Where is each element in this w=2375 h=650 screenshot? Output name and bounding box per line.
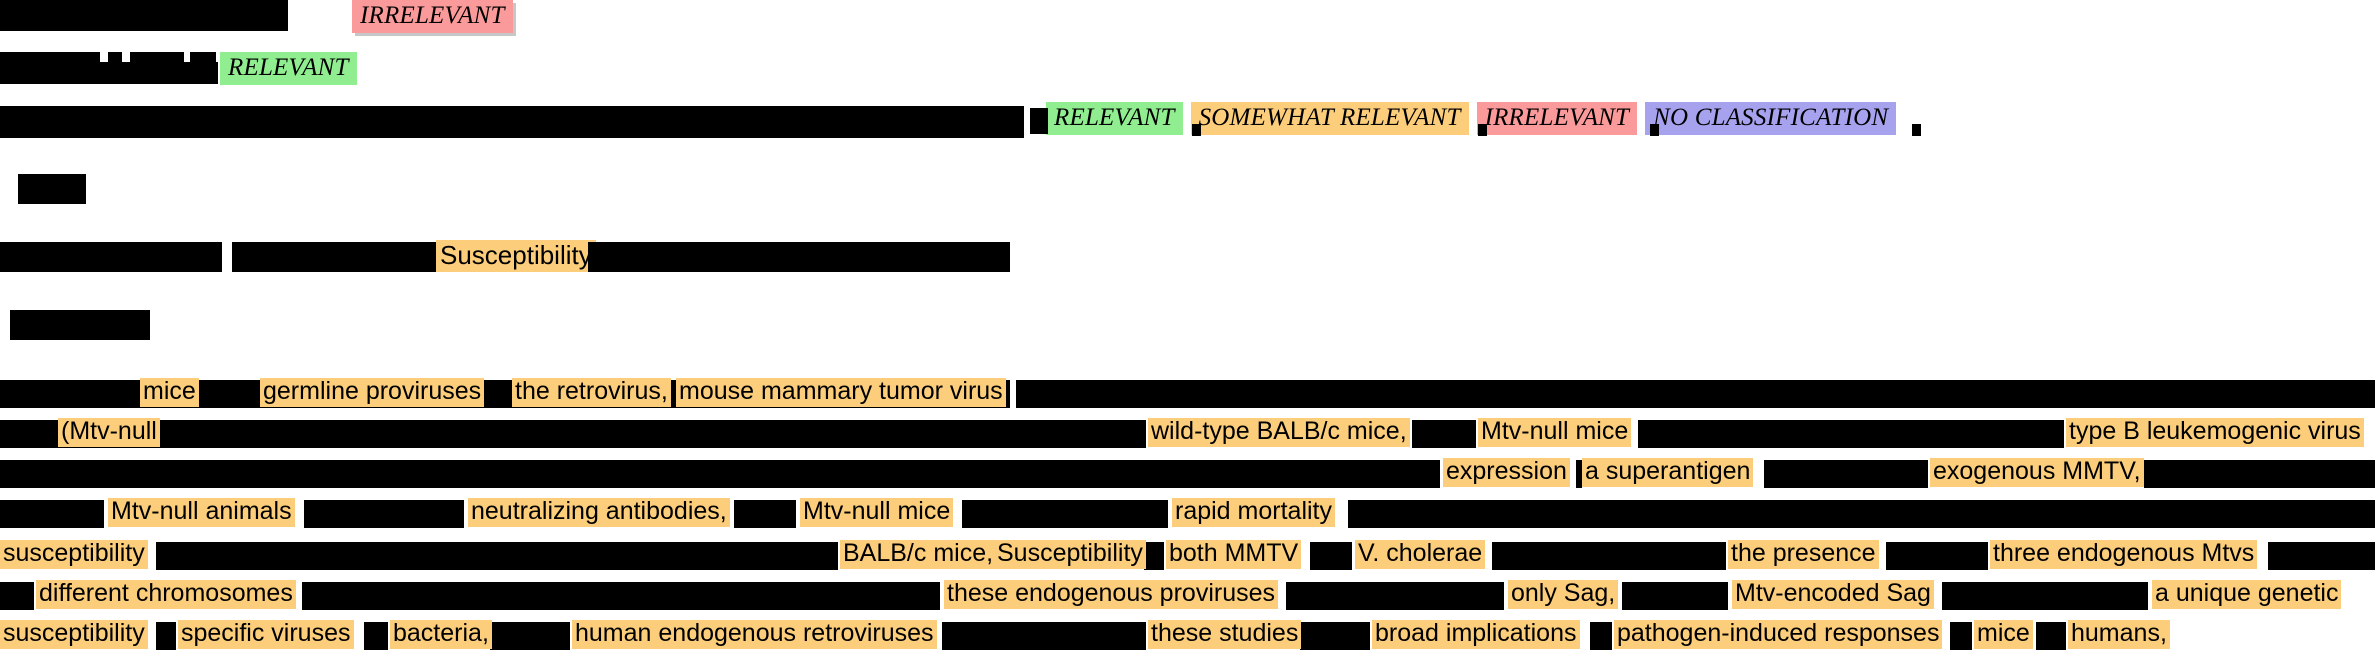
legend-item-irrelevant[interactable]: IRRELEVANT <box>1476 102 1638 135</box>
entity-chip[interactable]: three endogenous Mtvs <box>1990 540 2258 569</box>
redaction-bar <box>0 0 288 31</box>
entity-chip[interactable]: Mtv-null mice <box>800 498 954 527</box>
entity-chip[interactable]: humans, <box>2068 620 2170 649</box>
redaction-bar <box>1950 622 1972 650</box>
entity-chip[interactable]: mouse mammary tumor virus <box>676 378 1006 407</box>
legend-separator-tick <box>1030 108 1048 134</box>
entity-chip[interactable]: (Mtv-null <box>58 418 160 447</box>
entity-chip[interactable]: susceptibility <box>0 540 148 569</box>
redaction-bar <box>734 500 796 528</box>
redaction-bar <box>1144 542 1164 570</box>
redaction-bar <box>1492 542 1726 570</box>
redaction-bar <box>1638 420 2064 448</box>
redaction-bar <box>2144 460 2375 488</box>
entity-chip[interactable]: only Sag, <box>1508 580 1619 609</box>
redaction-bar <box>1622 582 1728 610</box>
status-badge-irrelevant: IRRELEVANT <box>352 0 513 33</box>
legend-separator-tick <box>1912 124 1921 136</box>
entity-chip[interactable]: broad implications <box>1372 620 1580 649</box>
entity-chip[interactable]: the presence <box>1728 540 1879 569</box>
redaction-bar <box>1942 582 2148 610</box>
legend-separator-tick <box>1478 124 1487 136</box>
redaction-bar <box>364 622 388 650</box>
entity-chip[interactable]: expression <box>1443 458 1570 487</box>
entity-chip[interactable]: mice <box>1974 620 2033 649</box>
entity-chip[interactable]: a unique genetic <box>2152 580 2342 609</box>
redaction-bar <box>1764 460 1928 488</box>
legend-separator-tick <box>1192 124 1201 136</box>
entity-chip[interactable]: the retrovirus, <box>512 378 671 407</box>
entity-chip[interactable]: Mtv-null mice <box>1478 418 1632 447</box>
redaction-bar <box>2268 542 2375 570</box>
entity-chip[interactable]: Mtv-encoded Sag <box>1732 580 1934 609</box>
entity-chip[interactable]: both MMTV <box>1166 540 1302 569</box>
redaction-bar <box>304 500 464 528</box>
redaction-bar <box>588 242 1010 272</box>
entity-chip[interactable]: rapid mortality <box>1172 498 1335 527</box>
entity-chip[interactable]: Susceptibility <box>994 540 1146 569</box>
section-heading-chip[interactable]: Susceptibility <box>436 240 596 272</box>
entity-chip[interactable]: specific viruses <box>178 620 354 649</box>
entity-chip[interactable]: germline proviruses <box>260 378 485 407</box>
legend-separator-tick <box>1650 124 1659 136</box>
redaction-bar <box>2036 622 2066 650</box>
entity-chip[interactable]: these studies <box>1148 620 1302 649</box>
redaction-bar <box>156 622 176 650</box>
redaction-bar <box>1016 380 2375 408</box>
redaction-bar <box>1412 420 1476 448</box>
redaction-bar <box>1300 622 1370 650</box>
entity-chip[interactable]: exogenous MMTV, <box>1930 458 2144 487</box>
entity-chip[interactable]: mice <box>140 378 199 407</box>
redaction-bar <box>302 582 940 610</box>
entity-chip[interactable]: Mtv-null animals <box>108 498 295 527</box>
redaction-bar <box>1286 582 1504 610</box>
redaction-bar <box>490 622 570 650</box>
redaction-bar <box>0 500 104 528</box>
redaction-bar <box>942 622 1146 650</box>
entity-chip[interactable]: wild-type BALB/c mice, <box>1148 418 1410 447</box>
entity-chip[interactable]: BALB/c mice, <box>840 540 997 569</box>
redaction-bar <box>0 420 1146 448</box>
redaction-bar <box>1886 542 1988 570</box>
redaction-bar <box>0 582 34 610</box>
redaction-bar <box>0 106 1024 138</box>
redaction-bar <box>18 174 86 204</box>
legend-item-somewhat-relevant[interactable]: SOMEWHAT RELEVANT <box>1190 102 1469 135</box>
entity-chip[interactable]: V. cholerae <box>1355 540 1486 569</box>
redaction-bar <box>10 310 150 340</box>
entity-chip[interactable]: human endogenous retroviruses <box>572 620 937 649</box>
redaction-bar <box>0 460 1440 488</box>
status-badge-relevant: RELEVANT <box>220 52 357 85</box>
redaction-bar <box>232 242 436 272</box>
redaction-bar <box>962 500 1168 528</box>
entity-chip[interactable]: a superantigen <box>1582 458 1754 487</box>
entity-chip[interactable]: these endogenous proviruses <box>944 580 1279 609</box>
redaction-bar <box>0 242 222 272</box>
redaction-bar <box>0 62 218 84</box>
redaction-bar <box>1348 500 2375 528</box>
entity-chip[interactable]: type B leukemogenic virus <box>2066 418 2364 447</box>
entity-chip[interactable]: neutralizing antibodies, <box>468 498 730 527</box>
redaction-bar <box>1590 622 1612 650</box>
legend-item-no-classification[interactable]: NO CLASSIFICATION <box>1645 102 1897 135</box>
redaction-bar <box>1310 542 1352 570</box>
entity-chip[interactable]: bacteria, <box>390 620 492 649</box>
redaction-bar <box>1576 460 1582 488</box>
entity-chip[interactable]: different chromosomes <box>36 580 296 609</box>
legend-item-relevant[interactable]: RELEVANT <box>1046 102 1183 135</box>
entity-chip[interactable]: susceptibility <box>0 620 148 649</box>
redaction-bar <box>156 542 838 570</box>
entity-chip[interactable]: pathogen-induced responses <box>1614 620 1943 649</box>
